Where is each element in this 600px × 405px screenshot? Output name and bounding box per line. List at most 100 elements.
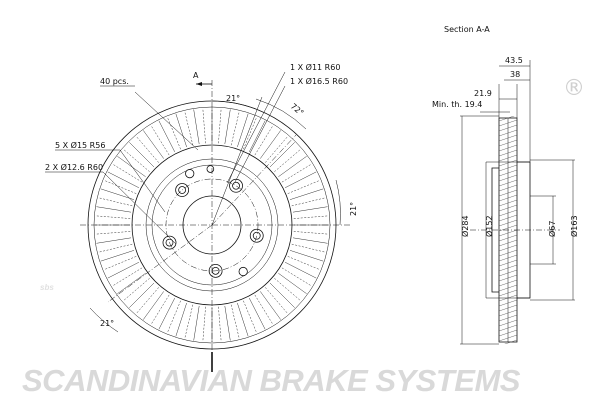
watermark-logo: sbs ® [40,76,585,292]
vane-line [284,171,317,188]
hatch-line [498,274,518,282]
leader-hole-16 [234,85,286,183]
dim-diameter-67: Ø67 [547,221,557,237]
vane-ring [95,108,329,342]
hatch-line [498,199,518,207]
vane-line [274,278,302,302]
label-angle-bottom: 21° [100,319,114,328]
hatch-line [498,244,518,252]
vane-line [278,272,307,294]
vane-line [100,250,135,262]
hatch-line [498,259,518,267]
vane-line [224,305,231,341]
vane-line [150,294,170,325]
hatch-line [498,284,518,292]
bolt-hole [175,183,190,197]
hatch-line [498,219,518,227]
vane-line [96,206,132,213]
vane-line [98,243,133,253]
hatch-line [498,279,518,287]
hatch-line [498,174,518,182]
hatch-line [498,319,518,327]
vane-line [254,125,274,156]
vane-line [259,291,281,320]
dim-diameter-163: Ø163 [569,215,579,237]
hatch-line [498,154,518,162]
hatch-line [498,239,518,247]
vane-line [184,111,194,146]
vane-line [98,197,133,207]
label-hole-16: 1 X Ø16.5 R60 [290,76,348,86]
label-bolt-holes: 5 X Ø15 R56 [55,140,105,150]
hatch-line [499,100,517,106]
hatch-line [498,139,518,147]
vane-line [100,188,135,200]
vane-line [135,287,159,315]
hatch-line [498,309,518,317]
dim-outer-diameter: Ø284 [460,215,470,237]
vane-line [175,113,187,148]
vane-line [103,179,137,194]
vane-line [135,135,159,163]
hatch-line [498,204,518,212]
hatch-line [498,184,518,192]
section-title: Section A-A [444,25,490,34]
angle-arc-right [335,179,341,226]
cut-mark-top: A [193,71,199,80]
vane-line [107,171,140,188]
bolt-hole-inner [232,181,240,190]
vane-line [129,142,155,168]
bolt-hole-inner [165,238,174,247]
hatch-line [499,105,517,111]
vane-line [112,163,143,183]
vane-line [281,163,312,183]
brand-name: SCANDINAVIAN BRAKE SYSTEMS [22,363,521,398]
vane-line [166,116,181,150]
label-angle-72: 72° [289,102,306,118]
vane-line [95,215,131,219]
hatch-line [498,334,518,342]
hatch-line [498,264,518,272]
vane-line [237,113,249,148]
bolt-hole [162,235,177,250]
hatch-line [498,134,518,142]
vane-line [202,108,206,144]
hatch-line [498,289,518,297]
vane-line [249,297,266,330]
hatch-line [498,169,518,177]
front-view: A 40 pcs. 1 X Ø11 R60 1 X Ø16.5 R60 5 X … [45,62,358,372]
vane-line [224,109,231,145]
hatch-line [498,116,515,122]
vane-line [269,142,295,168]
hatch-line [498,214,518,222]
hatch-line [498,194,518,202]
vane-line [103,256,137,271]
bolt-hole [208,263,223,278]
vane-line [175,302,187,337]
angle-ref-line [211,96,263,226]
vane-line [96,237,132,244]
dim-hat-width: 38 [510,70,520,79]
leader-vanes [134,91,199,151]
pin-hole [206,165,215,173]
vane-line [129,282,155,308]
hatch-line [498,329,518,337]
vane-line [193,305,200,341]
vane-line [259,130,281,159]
hatch-line [498,314,518,322]
vane-line [284,262,317,279]
label-angle-right: 21° [349,202,358,216]
dim-min-thickness: Min. th. 19.4 [432,100,482,109]
vane-line [292,206,328,213]
vane-line [112,267,143,287]
hatch-line [498,144,518,152]
vane-line [158,297,175,330]
hatch-line [498,224,518,232]
vane-line [289,250,324,262]
vane-line [218,306,222,342]
bolt-hole-inner [178,186,187,194]
vane-line [150,125,170,156]
hatch-line [498,299,518,307]
hatch-line [498,249,518,257]
hatch-line [498,189,518,197]
